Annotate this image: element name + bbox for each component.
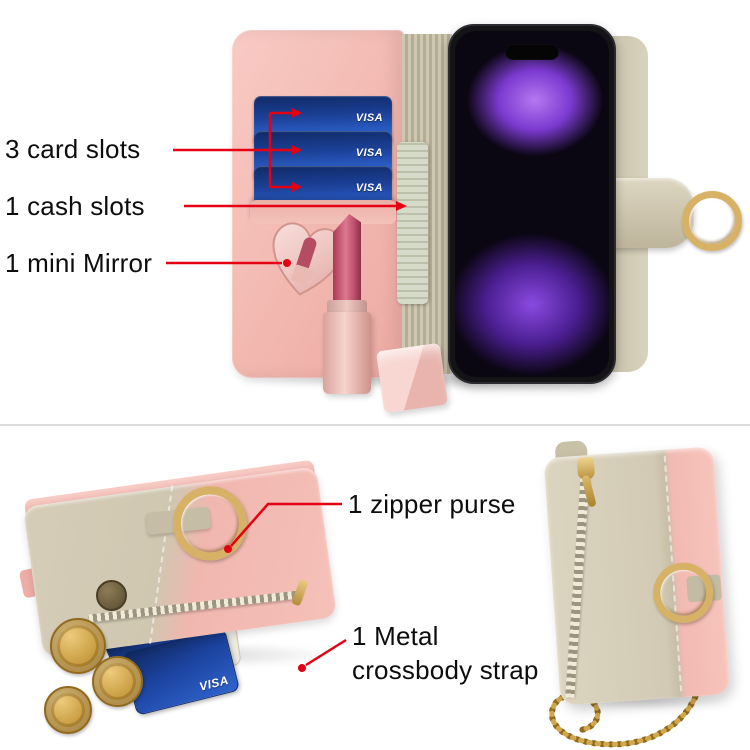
lipstick-cap [375, 342, 449, 414]
phone [448, 24, 616, 384]
heart-mirror [272, 222, 344, 296]
coin [96, 580, 127, 611]
visa-logo: VISA [355, 147, 383, 159]
gold-coin [50, 618, 106, 674]
section-divider [0, 424, 750, 426]
label-card-slots: 3 card slots [5, 134, 141, 164]
gold-coin [92, 656, 143, 707]
lipstick-bullet [333, 214, 361, 306]
lipstick-tube [323, 312, 371, 394]
card-slot-lip [250, 200, 396, 224]
visa-logo: VISA [355, 112, 383, 124]
lipstick-collar [327, 300, 367, 314]
label-strap-line2: crossbody strap [352, 655, 539, 685]
wallet-upright-view [543, 440, 731, 706]
phone-screen [455, 31, 609, 377]
dynamic-island [505, 44, 559, 60]
label-mini-mirror: 1 mini Mirror [5, 248, 153, 278]
label-cash-slots: 1 cash slots [5, 191, 145, 221]
visa-logo: VISA [355, 182, 383, 194]
gold-coin [44, 686, 92, 734]
visa-logo: VISA [197, 672, 230, 694]
cash-in-slot [397, 142, 428, 304]
label-strap-line1: 1 Metal [352, 621, 439, 651]
label-zipper-purse: 1 zipper purse [348, 489, 516, 519]
metal-ring-icon [682, 191, 742, 251]
